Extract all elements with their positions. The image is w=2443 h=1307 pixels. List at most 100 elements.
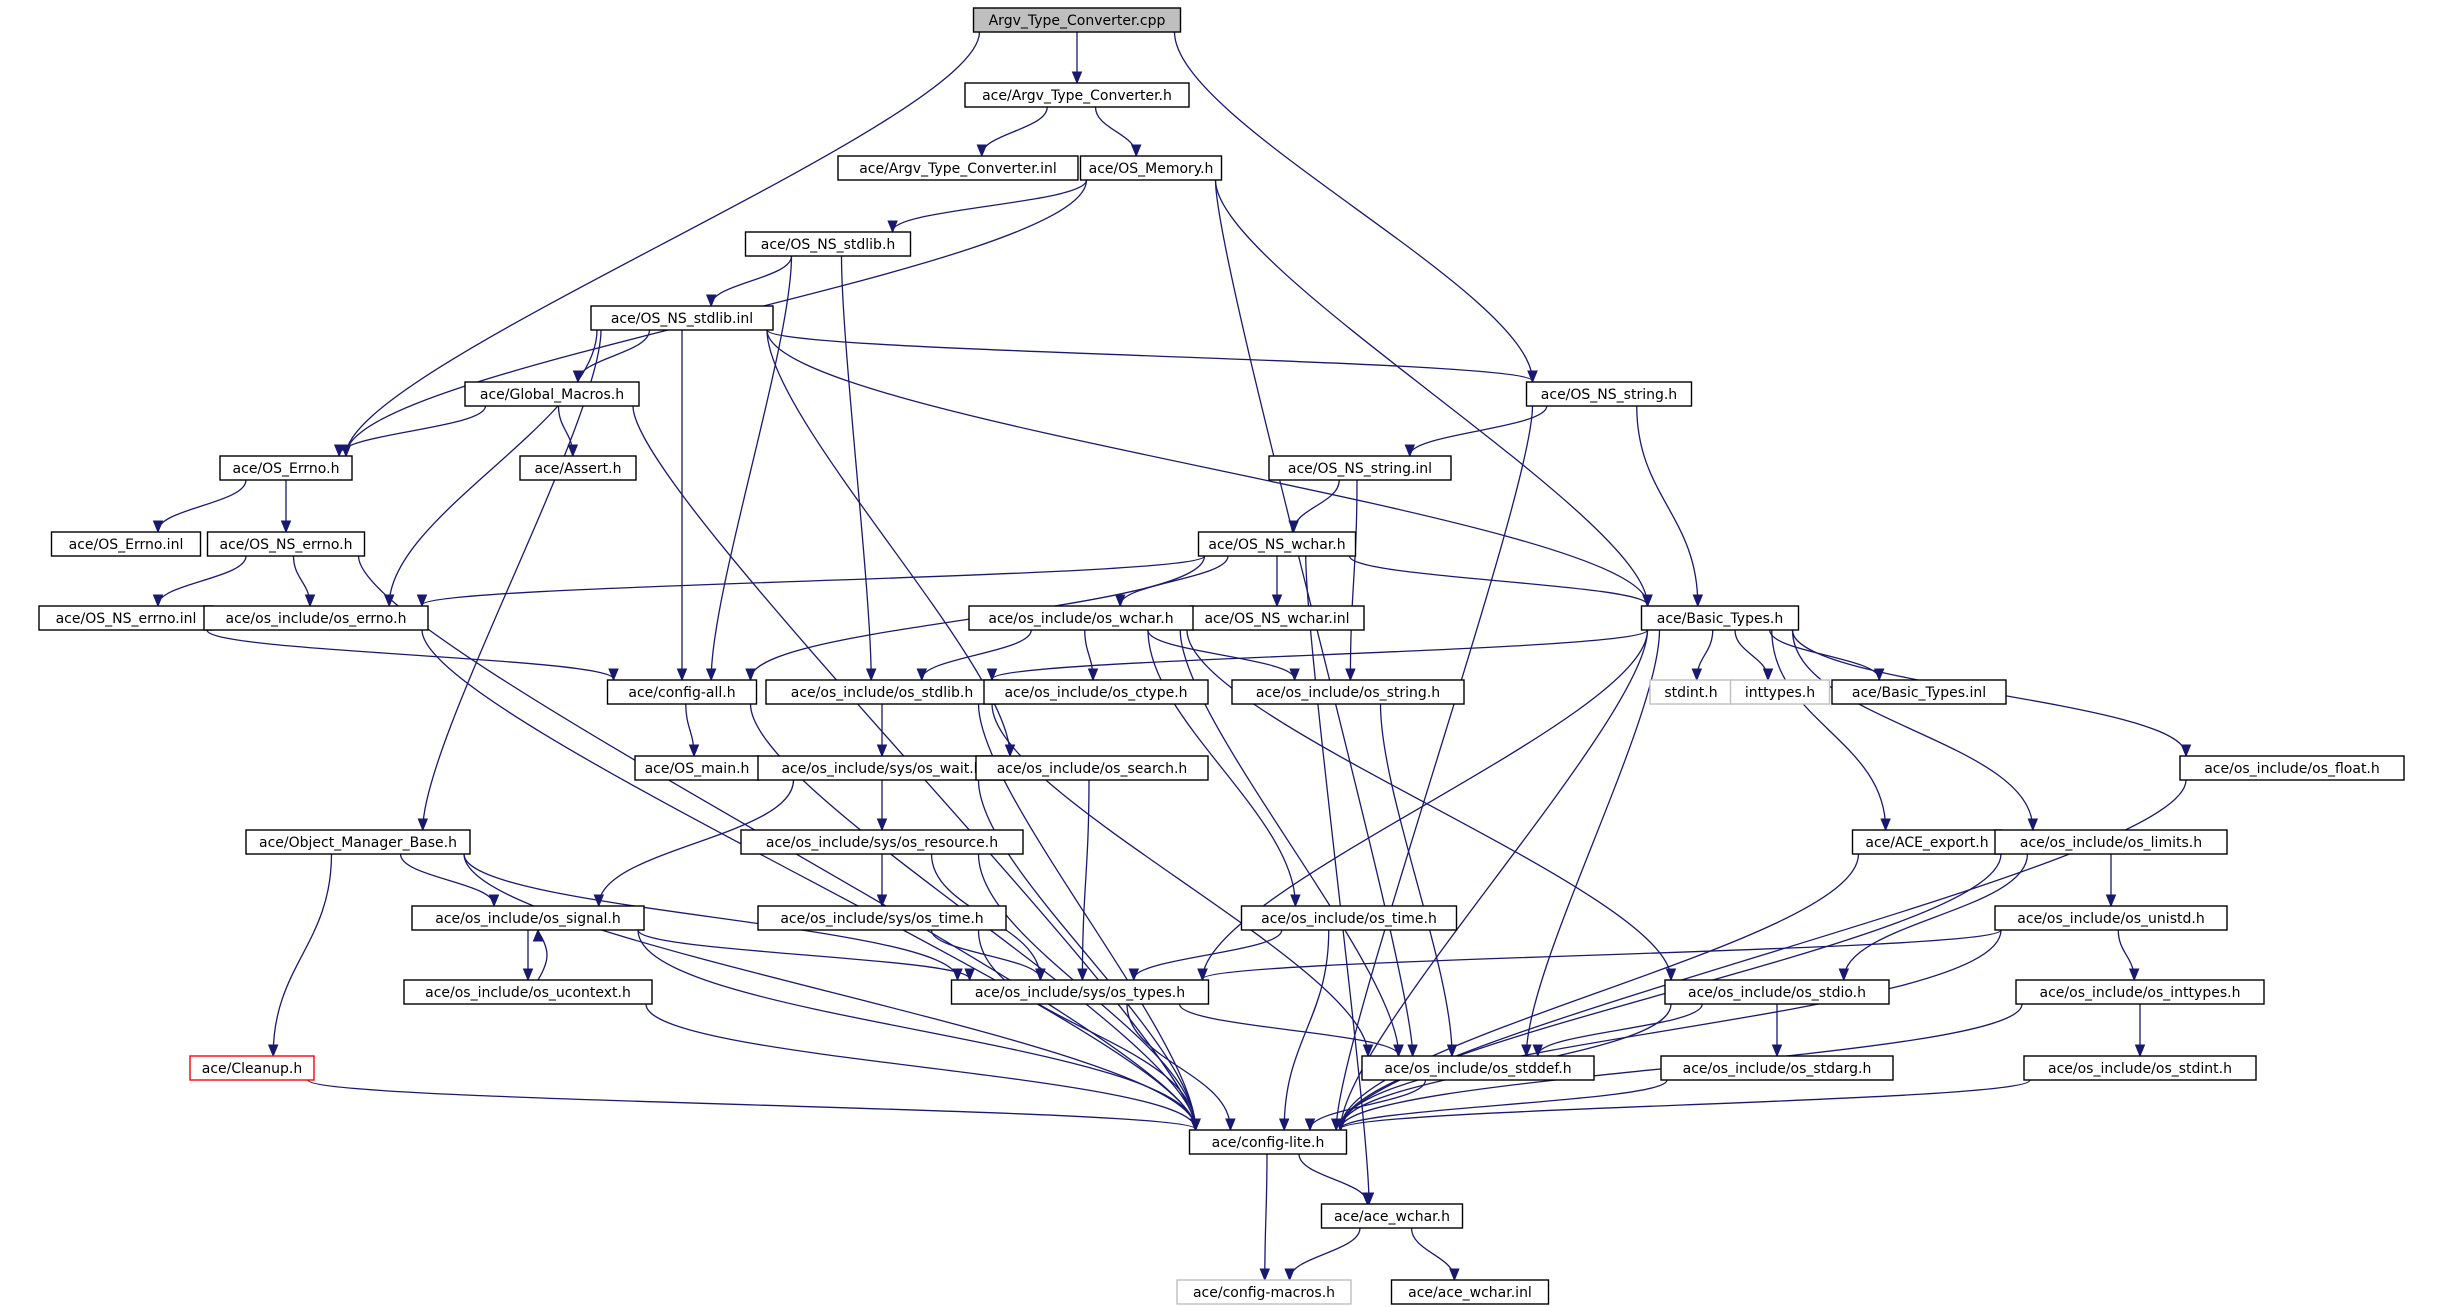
- node-ucontext[interactable]: ace/os_include/os_ucontext.h: [403, 979, 653, 1005]
- node-inc-stdio[interactable]: ace/os_include/os_stdio.h: [1664, 979, 1890, 1005]
- edge-line: [977, 703, 1197, 1130]
- edge-inc-stdlib-to-syswait: [876, 704, 888, 758]
- node-label: ace/Object_Manager_Base.h: [259, 835, 457, 851]
- node-inttypes[interactable]: inttypes.h: [1729, 679, 1831, 705]
- edge-nserrno-to-inc-errno: [292, 555, 316, 608]
- node-box: [50, 531, 202, 557]
- edge-nswchar-to-basictypes: [1348, 555, 1653, 608]
- edge-inc-stddef-to-configlite: [1304, 1079, 1427, 1132]
- arrowhead-icon: [1532, 1044, 1544, 1058]
- node-box: [1390, 1279, 1550, 1305]
- arrowhead-icon: [1278, 1118, 1290, 1132]
- node-box: [2179, 755, 2405, 781]
- edge-line: [1734, 629, 1769, 680]
- edge-line: [1298, 1153, 1368, 1204]
- node-nswchar-inl[interactable]: ace/OS_NS_wchar.inl: [1189, 605, 1365, 631]
- node-atc-h[interactable]: ace/Argv_Type_Converter.h: [964, 82, 1190, 108]
- arrowhead-icon: [1114, 594, 1126, 608]
- node-oserrno[interactable]: ace/OS_Errno.h: [219, 455, 353, 481]
- node-aceexport[interactable]: ace/ACE_export.h: [1851, 829, 2003, 855]
- edge-nswchar-to-nswchar-inl: [1271, 556, 1283, 608]
- node-nserrno[interactable]: ace/OS_NS_errno.h: [206, 531, 366, 557]
- node-osmain[interactable]: ace/OS_main.h: [634, 755, 760, 781]
- node-bt-inl[interactable]: ace/Basic_Types.inl: [1831, 679, 2007, 705]
- node-assert[interactable]: ace/Assert.h: [519, 455, 637, 481]
- node-nsstring[interactable]: ace/OS_NS_string.h: [1525, 381, 1693, 407]
- node-acewchar-inl[interactable]: ace/ace_wchar.inl: [1390, 1279, 1550, 1305]
- node-sysres[interactable]: ace/os_include/sys/os_resource.h: [740, 829, 1024, 855]
- edge-line: [463, 853, 959, 980]
- arrowhead-icon: [1771, 1044, 1783, 1058]
- node-label: ace/OS_NS_wchar.h: [1208, 537, 1345, 553]
- node-syswait[interactable]: ace/os_include/sys/os_wait.h: [757, 755, 1007, 781]
- node-inc-signal[interactable]: ace/os_include/os_signal.h: [411, 905, 645, 931]
- node-inc-wchar[interactable]: ace/os_include/os_wchar.h: [968, 605, 1194, 631]
- node-objmgr[interactable]: ace/Object_Manager_Base.h: [245, 829, 471, 855]
- node-basictypes[interactable]: ace/Basic_Types.h: [1640, 605, 1800, 631]
- node-acewchar[interactable]: ace/ace_wchar.h: [1320, 1203, 1464, 1229]
- edge-systypes-to-configlite: [1126, 1003, 1236, 1132]
- arrowhead-icon: [705, 668, 717, 682]
- node-atc-inl[interactable]: ace/Argv_Type_Converter.inl: [837, 155, 1079, 181]
- edge-line: [1379, 703, 1453, 1056]
- edge-line: [272, 853, 333, 1056]
- arrowhead-icon: [567, 444, 579, 458]
- node-inc-float[interactable]: ace/os_include/os_float.h: [2179, 755, 2405, 781]
- node-inc-stddef[interactable]: ace/os_include/os_stddef.h: [1361, 1055, 1595, 1081]
- node-inc-unistd[interactable]: ace/os_include/os_unistd.h: [1994, 905, 2228, 931]
- node-osmem[interactable]: ace/OS_Memory.h: [1079, 155, 1223, 181]
- node-inc-errno[interactable]: ace/os_include/os_errno.h: [203, 605, 429, 631]
- node-inc-ctype[interactable]: ace/os_include/os_ctype.h: [983, 679, 1209, 705]
- edge-line: [1288, 1227, 1361, 1280]
- edge-line: [637, 929, 971, 980]
- arrowhead-icon: [522, 968, 534, 982]
- node-configall[interactable]: ace/config-all.h: [606, 679, 758, 705]
- edge-stdlib-inl-to-inc-search: [766, 329, 1016, 758]
- edge-stdlib-h-to-inc-stdlib: [840, 255, 877, 682]
- node-configmacros[interactable]: ace/config-macros.h: [1176, 1279, 1352, 1305]
- node-globalm[interactable]: ace/Global_Macros.h: [464, 381, 640, 407]
- arrowhead-icon: [1521, 1044, 1532, 1058]
- node-stdlib-inl[interactable]: ace/OS_NS_stdlib.inl: [590, 305, 774, 331]
- arrowhead-icon: [1446, 1044, 1458, 1058]
- node-box: [590, 305, 774, 331]
- node-box: [1188, 1129, 1348, 1155]
- node-inc-stdlib[interactable]: ace/os_include/os_stdlib.h: [765, 679, 999, 705]
- node-label: ace/Argv_Type_Converter.inl: [859, 161, 1057, 177]
- edge-inc-errno-to-configlite: [421, 629, 1201, 1132]
- node-stdlib-h[interactable]: ace/OS_NS_stdlib.h: [744, 231, 912, 257]
- node-inc-inttypes[interactable]: ace/os_include/os_inttypes.h: [2015, 979, 2265, 1005]
- node-box: [203, 605, 429, 631]
- node-nserrno-inl[interactable]: ace/OS_NS_errno.inl: [38, 605, 214, 631]
- edge-ucontext-to-inc-signal: [532, 928, 548, 981]
- node-inc-string[interactable]: ace/os_include/os_string.h: [1231, 679, 1465, 705]
- edge-line: [399, 853, 495, 906]
- edge-configlite-to-configmacros: [1259, 1153, 1271, 1282]
- node-box: [206, 531, 366, 557]
- node-configlite[interactable]: ace/config-lite.h: [1188, 1129, 1348, 1155]
- node-box: [1994, 905, 2228, 931]
- node-stdint[interactable]: stdint.h: [1649, 679, 1733, 705]
- node-box: [975, 755, 1209, 781]
- node-systime[interactable]: ace/os_include/sys/os_time.h: [757, 905, 1007, 931]
- node-inc-stdint[interactable]: ace/os_include/os_stdint.h: [2023, 1055, 2257, 1081]
- node-nswchar[interactable]: ace/OS_NS_wchar.h: [1197, 531, 1357, 557]
- node-box: [740, 829, 1024, 855]
- edge-line: [710, 255, 793, 306]
- arrowhead-icon: [1665, 968, 1677, 982]
- node-label: ace/OS_NS_errno.inl: [56, 611, 197, 627]
- node-root[interactable]: Argv_Type_Converter.cpp: [972, 7, 1182, 33]
- node-inc-search[interactable]: ace/os_include/os_search.h: [975, 755, 1209, 781]
- node-label: ace/OS_NS_stdlib.h: [761, 237, 896, 253]
- node-box: [983, 679, 1209, 705]
- edge-line: [1179, 629, 1400, 1056]
- node-systypes[interactable]: ace/os_include/sys/os_types.h: [950, 979, 1210, 1005]
- node-inc-stdarg[interactable]: ace/os_include/os_stdarg.h: [1660, 1055, 1894, 1081]
- arrowhead-icon: [1838, 968, 1850, 982]
- node-inc-time[interactable]: ace/os_include/os_time.h: [1240, 905, 1458, 931]
- node-oserrno-inl[interactable]: ace/OS_Errno.inl: [50, 531, 202, 557]
- node-nsstring-inl[interactable]: ace/OS_NS_string.inl: [1268, 455, 1452, 481]
- edge-atc-h-to-osmem: [1094, 106, 1142, 158]
- node-cleanup[interactable]: ace/Cleanup.h: [189, 1055, 315, 1081]
- node-inc-limits[interactable]: ace/os_include/os_limits.h: [1994, 829, 2228, 855]
